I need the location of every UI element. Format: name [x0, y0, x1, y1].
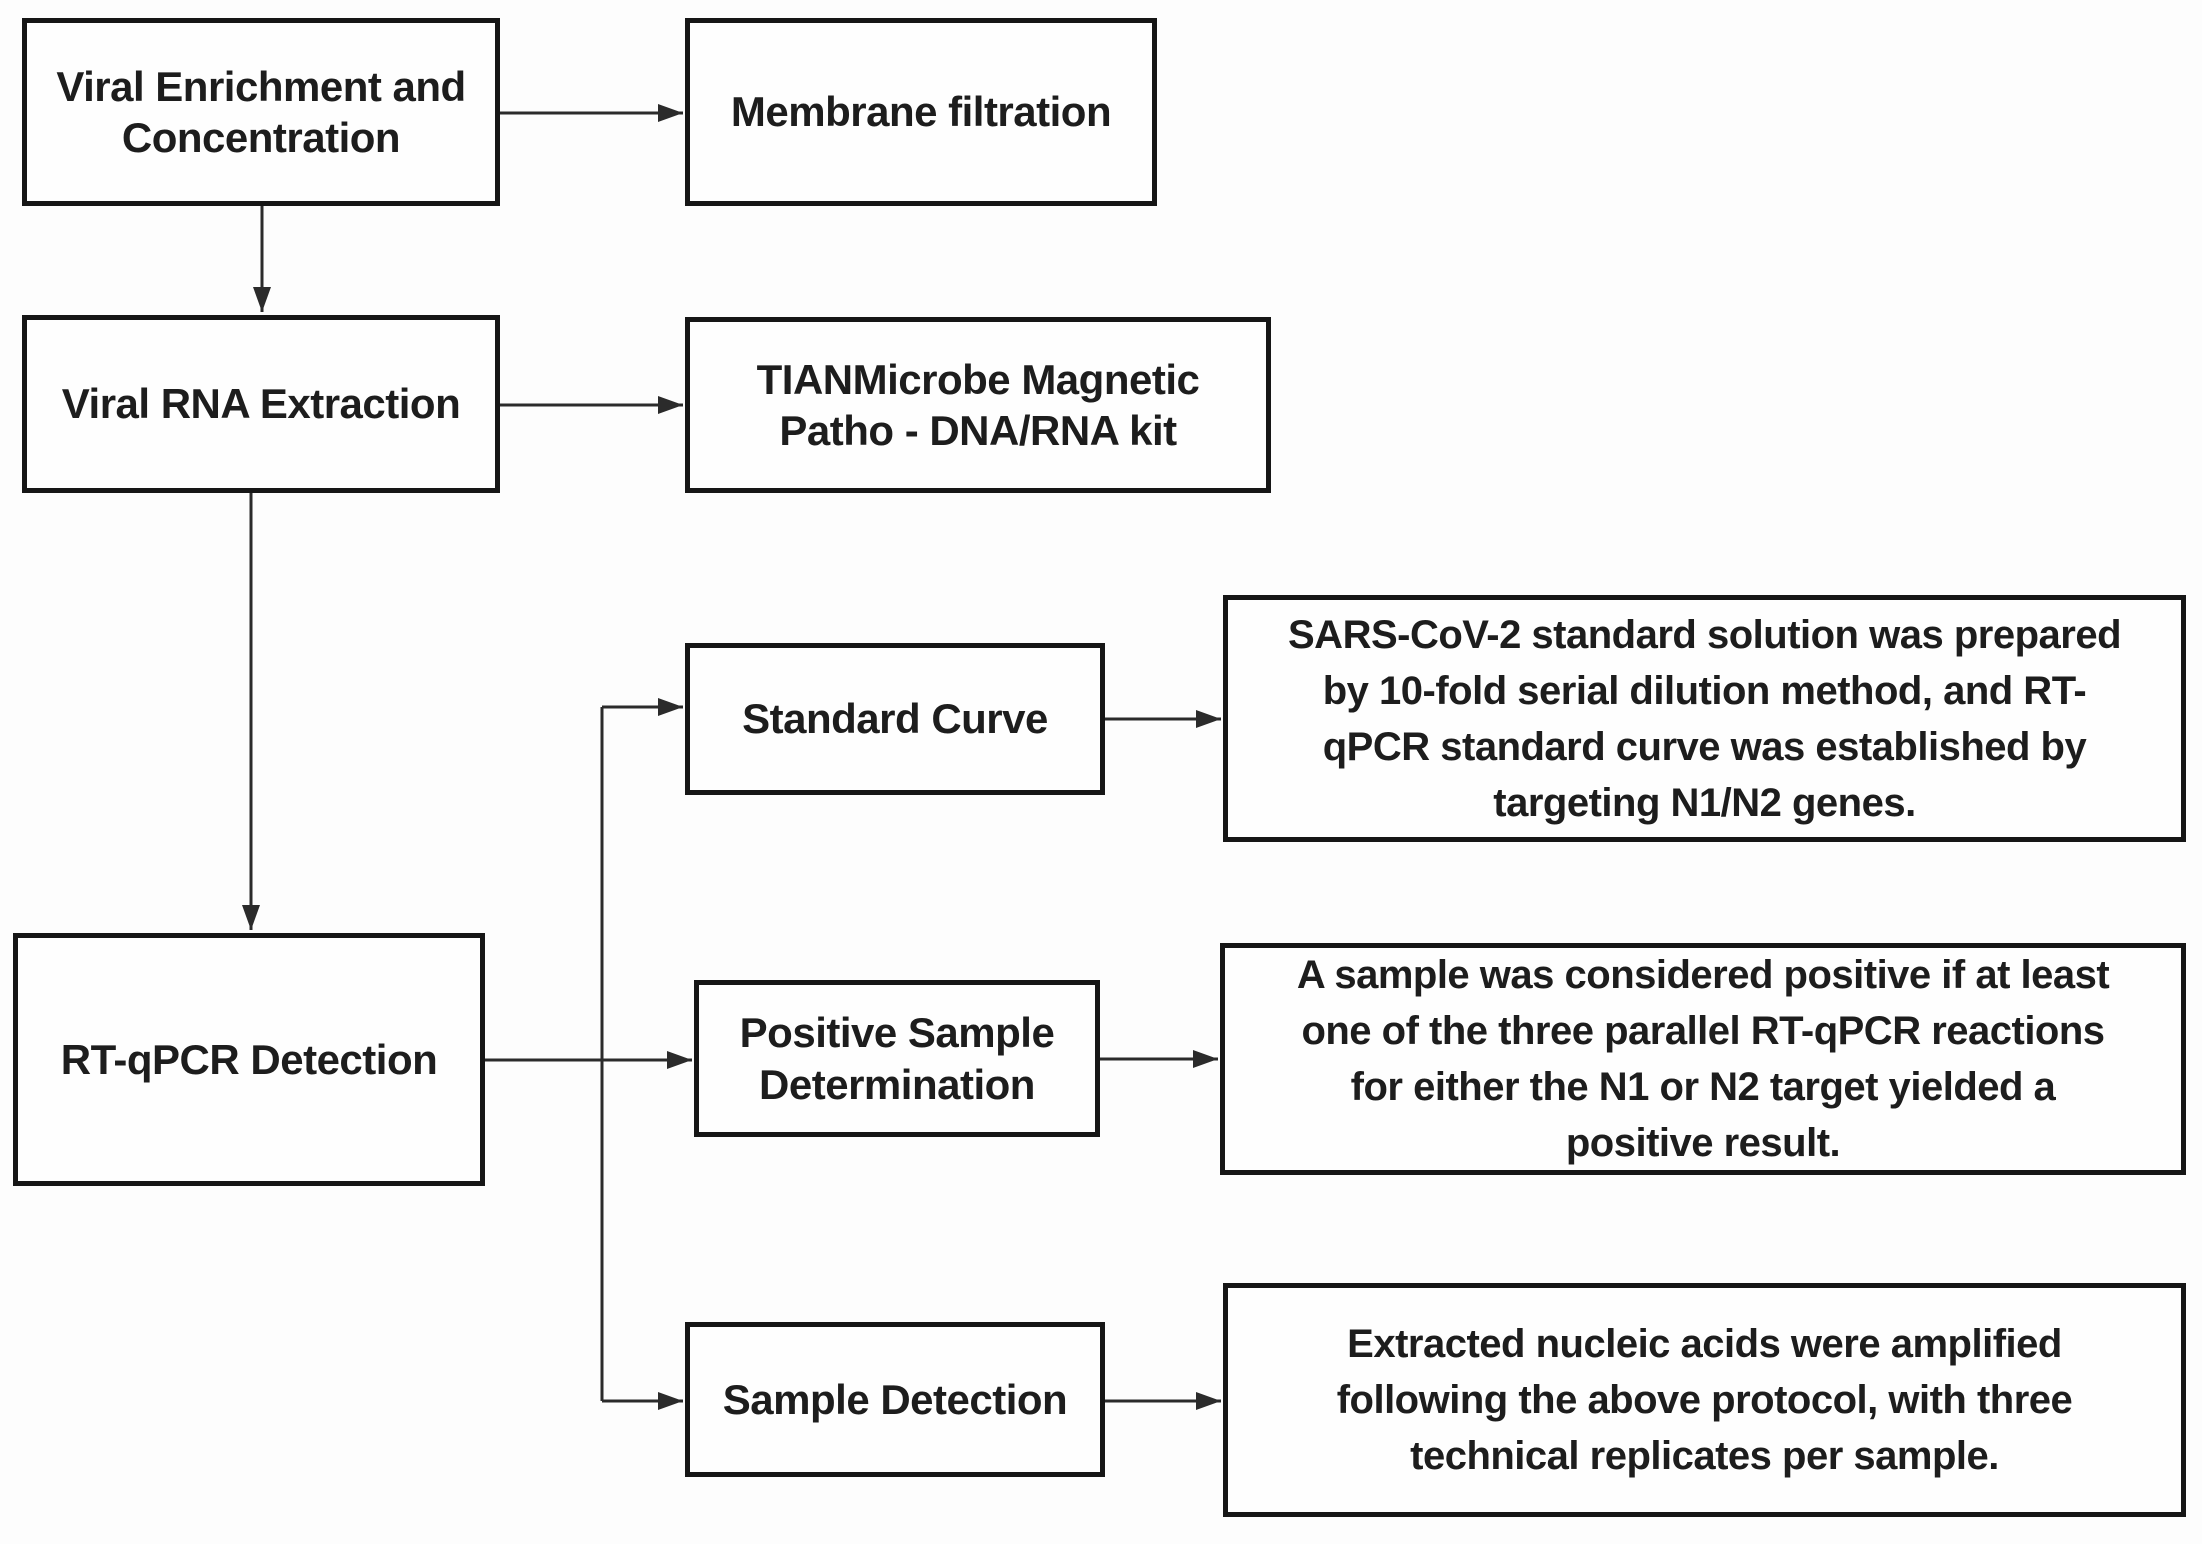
node-label: TIANMicrobe Magnetic Patho - DNA/RNA kit: [756, 355, 1200, 454]
node-label: Standard Curve: [742, 695, 1048, 743]
node-positive-sample-determination: Positive Sample Determination: [694, 980, 1100, 1137]
node-sample-detection: Sample Detection: [685, 1322, 1105, 1477]
node-positive-sample-detail: A sample was considered positive if at l…: [1220, 943, 2186, 1175]
node-label: Positive Sample Determination: [739, 1009, 1055, 1108]
node-standard-curve-detail: SARS-CoV-2 standard solution was prepare…: [1223, 595, 2186, 842]
node-rt-qpcr-detection: RT-qPCR Detection: [13, 933, 485, 1186]
node-label: Viral Enrichment and Concentration: [56, 62, 466, 161]
node-viral-enrichment-and-concentration: Viral Enrichment and Concentration: [22, 18, 500, 206]
node-label: A sample was considered positive if at l…: [1296, 953, 2110, 1165]
node-membrane-filtration: Membrane filtration: [685, 18, 1157, 206]
node-viral-rna-extraction: Viral RNA Extraction: [22, 315, 500, 493]
node-label: SARS-CoV-2 standard solution was prepare…: [1288, 612, 2122, 825]
node-label: Extracted nucleic acids were amplified f…: [1336, 1322, 2073, 1478]
node-label: Viral RNA Extraction: [61, 380, 461, 428]
node-label: Sample Detection: [722, 1375, 1068, 1423]
node-label: RT-qPCR Detection: [60, 1035, 438, 1083]
node-label: Membrane filtration: [730, 88, 1112, 136]
node-sample-detection-detail: Extracted nucleic acids were amplified f…: [1223, 1283, 2186, 1517]
node-standard-curve: Standard Curve: [685, 643, 1105, 795]
node-tianmicrobe-magnetic-patho-kit: TIANMicrobe Magnetic Patho - DNA/RNA kit: [685, 317, 1271, 493]
